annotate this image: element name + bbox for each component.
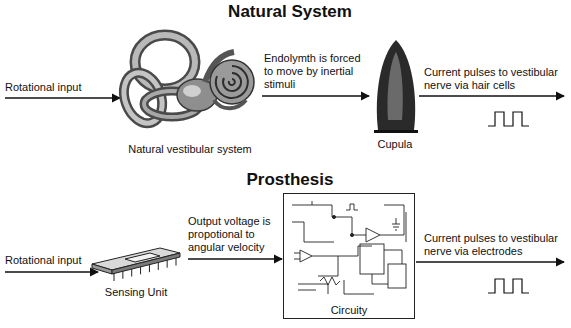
vestibule-highlight [183, 85, 201, 97]
cupula-illustration [374, 40, 418, 133]
sensor-pin [140, 266, 141, 274]
sensing-unit-illustration [92, 248, 180, 281]
pulse-wave [488, 279, 529, 293]
sensor-pin [131, 269, 132, 277]
vestibular-illustration [117, 35, 254, 129]
flow-arrow [262, 95, 369, 96]
sensor-pin [158, 262, 159, 270]
sensor-pin [122, 271, 123, 279]
sensor-pin [114, 273, 115, 281]
circuit-box: Circuity [283, 193, 415, 319]
input-arrow [5, 97, 120, 98]
schematic-wire [298, 212, 406, 294]
input-arrow [5, 271, 98, 272]
input-label: Rotational input [5, 81, 117, 94]
ic-chip [360, 244, 384, 274]
input-label: Rotational input [5, 254, 91, 267]
node-label: Circuity [329, 304, 370, 318]
sensor-pin [167, 260, 168, 268]
junction-dot [350, 233, 353, 236]
sensor-pin [176, 258, 177, 266]
chip-front [112, 253, 180, 274]
pulse-wave [488, 112, 529, 126]
node-label: Cupula [376, 138, 415, 152]
cochlea-base [214, 100, 246, 108]
cochlea-spiral [216, 66, 248, 98]
cochlea [210, 60, 254, 104]
edge-label: Endolymth is forced to move by inertial … [264, 52, 372, 91]
junction-dot [332, 215, 335, 218]
node-label: Natural vestibular system [126, 143, 254, 157]
sensor-pin [149, 264, 150, 272]
chip-side [92, 264, 112, 274]
ic-chip [388, 264, 406, 288]
resistor-symbol [320, 204, 358, 285]
sensing-unit: Sensing Unit [86, 244, 186, 300]
output-arrow [416, 261, 564, 262]
node-label: Sensing Unit [103, 286, 169, 300]
section-heading: Natural System [228, 2, 352, 22]
chip-die [125, 253, 160, 262]
edge-label: Output voltage is propotional to angular… [188, 215, 282, 254]
cupula: Cupula [370, 36, 420, 152]
circuit-schematic [292, 201, 406, 294]
section-heading: Prosthesis [247, 170, 334, 190]
flow-arrow [188, 258, 282, 259]
schematic-wire [292, 201, 404, 242]
crista-base [374, 130, 418, 133]
vestibular-system: Natural vestibular system [120, 28, 260, 157]
output-label: Current pulses to vestibular nerve via e… [424, 232, 567, 258]
cupula-shape [377, 40, 415, 130]
output-label: Current pulses to vestibular nerve via h… [424, 66, 567, 92]
cupula-shade [387, 52, 402, 120]
ground-symbol [392, 218, 400, 230]
pulse-wave [488, 112, 529, 293]
output-arrow [419, 95, 564, 96]
